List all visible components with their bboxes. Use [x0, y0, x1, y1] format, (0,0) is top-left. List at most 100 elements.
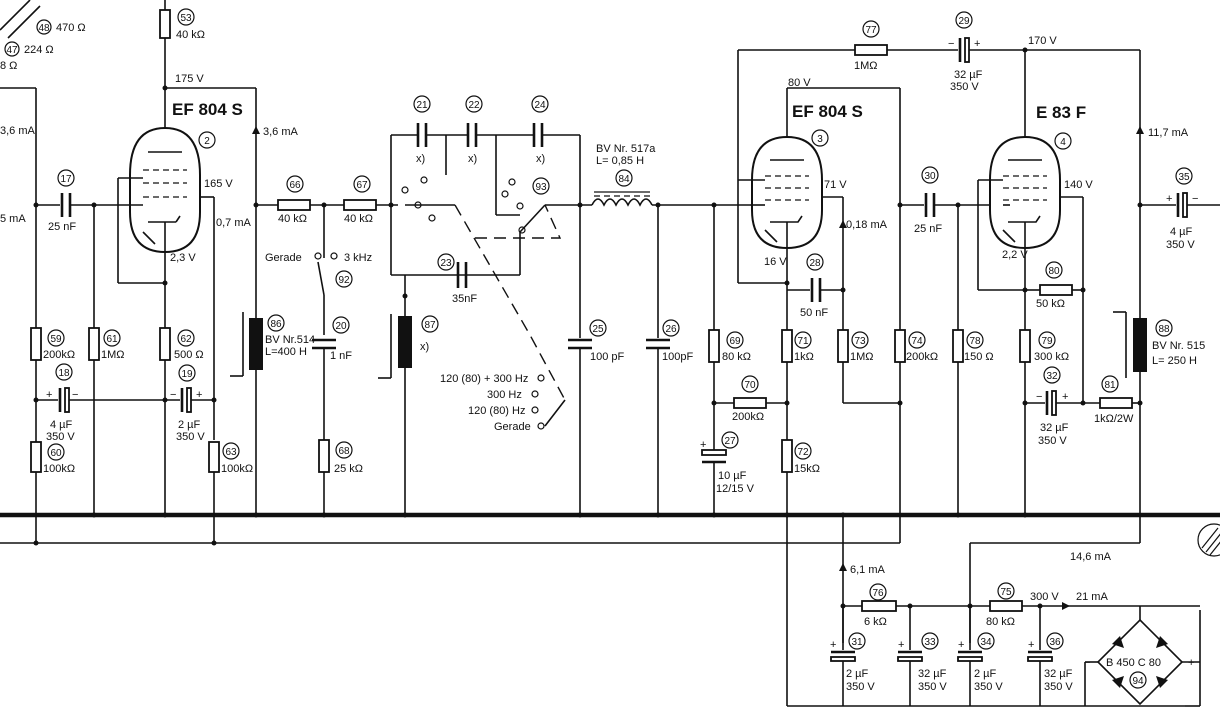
r73-resistor: 73 1MΩ	[837, 329, 874, 363]
ref-93: 93	[535, 182, 547, 193]
r79-value: 50 kΩ	[1036, 298, 1065, 310]
ref-32: 33	[924, 637, 936, 648]
svg-text:+: +	[898, 639, 904, 651]
fragment-label-8ohm: 8 Ω	[0, 60, 17, 72]
ref-68: 68	[338, 446, 350, 457]
s93-pos-1: 120 (80) + 300 Hz	[440, 373, 528, 385]
ref-30: 30	[924, 171, 936, 182]
ref-22: 22	[468, 100, 480, 111]
c33-voltage: 350 V	[974, 681, 1003, 693]
c28-value: 50 nF	[800, 307, 828, 319]
c32-voltage: 350 V	[918, 681, 947, 693]
c36-capacitor: + 36 32 µF 350 V	[1027, 606, 1073, 706]
rectifier-plus: +	[1188, 657, 1194, 669]
r61-resistor: 61 1MΩ	[88, 327, 125, 361]
r79-resistor: 80 50 kΩ	[1036, 261, 1073, 310]
r67-value: 40 kΩ	[344, 213, 373, 225]
ref-53: 53	[180, 13, 192, 24]
c26-capacitor: 26 100pF	[646, 319, 693, 363]
ref-34: 32	[1046, 371, 1058, 382]
c31-value: 32 µF	[954, 69, 983, 81]
c36-voltage: 350 V	[1044, 681, 1073, 693]
s93-pos-2: 300 Hz	[487, 389, 522, 401]
c20-capacitor: 20 1 nF	[312, 316, 352, 362]
c23-value: 35nF	[452, 293, 477, 305]
r62-value: 500 Ω	[174, 349, 204, 361]
r66-value: 40 kΩ	[278, 213, 307, 225]
r61-value: 1MΩ	[101, 349, 125, 361]
ref-24: 24	[534, 100, 546, 111]
c18-capacitor: + − 18 4 µF 350 V	[46, 363, 78, 443]
t1-anode-current: 3,6 mA	[263, 126, 299, 138]
c18-value: 4 µF	[50, 419, 73, 431]
ref-63: 63	[225, 447, 237, 458]
c30-capacitor: 30 25 nF	[914, 166, 942, 235]
ref-47: 47	[6, 45, 18, 56]
inductor-88: 88 BV Nr. 515 L= 250 H	[1113, 311, 1205, 378]
svg-text:+: +	[974, 38, 980, 50]
inductor-86: 86 BV Nr.514 L=400 H	[230, 312, 315, 377]
svg-text:+: +	[1166, 193, 1172, 205]
supply-current-3: 21 mA	[1076, 591, 1108, 603]
ref-72: 72	[797, 447, 809, 458]
current-left-5ma: 5 mA	[0, 213, 26, 225]
ref-2: 2	[204, 136, 210, 147]
supply-current-1: 6,1 mA	[850, 564, 886, 576]
c27-capacitor: + 27 10 µF 12/15 V	[700, 431, 755, 495]
r63-resistor: 63 100kΩ	[208, 441, 253, 475]
c19-value: 2 µF	[178, 419, 201, 431]
r68-value: 25 kΩ	[334, 463, 363, 475]
c24-value: x)	[536, 153, 545, 165]
r71-value: 1kΩ	[794, 351, 814, 363]
c34-value: 32 µF	[1040, 422, 1069, 434]
ref-20: 20	[335, 321, 347, 332]
svg-text:−: −	[948, 38, 954, 50]
tube-1-type: EF 804 S	[172, 100, 243, 119]
ref-94: 94	[1132, 676, 1144, 687]
c27-value: 10 µF	[718, 470, 747, 482]
s92-pos-a: Gerade	[265, 252, 302, 264]
c27-voltage: 12/15 V	[716, 483, 755, 495]
ref-59: 59	[50, 334, 62, 345]
ref-77: 78	[969, 336, 981, 347]
inductor-84: BV Nr. 517a L= 0,85 H 84	[591, 143, 656, 207]
l86-name: BV Nr.514	[265, 334, 315, 346]
ref-35: 35	[1178, 172, 1190, 183]
supply-voltage-170: 170 V	[1028, 35, 1057, 47]
r73-value: 1MΩ	[850, 351, 874, 363]
svg-text:+: +	[958, 639, 964, 651]
r70-resistor: 70 200kΩ	[732, 375, 767, 423]
ref-92: 92	[338, 275, 350, 286]
c24-capacitor: 24 x)	[531, 95, 549, 165]
c28-capacitor: 28 50 nF	[800, 253, 828, 319]
tube-ef804s-2: EF 804 S 3	[751, 102, 863, 250]
switch-92: Gerade 3 kHz 92	[265, 205, 372, 296]
c25-value: 100 pF	[590, 351, 625, 363]
c23-capacitor: 23 35nF	[437, 253, 477, 305]
r60-value: 100kΩ	[43, 463, 75, 475]
c25-capacitor: 25 100 pF	[568, 319, 625, 363]
supply-voltage-300: 300 V	[1030, 591, 1059, 603]
t1-anode-voltage: 175 V	[175, 73, 204, 85]
c35-value: 4 µF	[1170, 226, 1193, 238]
r59-resistor: 59 200kΩ	[30, 327, 75, 361]
r77-value: 150 Ω	[964, 351, 994, 363]
c34-voltage: 350 V	[1038, 435, 1067, 447]
c30-value: 25 nF	[914, 223, 942, 235]
c17-capacitor: 17 25 nF	[48, 169, 76, 233]
svg-text:+: +	[700, 439, 706, 451]
r69-resistor: 69 80 kΩ	[708, 329, 751, 363]
ref-88: 88	[1158, 324, 1170, 335]
svg-text:+: +	[46, 389, 52, 401]
ref-25: 25	[592, 324, 604, 335]
ref-36: 36	[1049, 637, 1061, 648]
ref-66: 66	[289, 180, 301, 191]
r68-resistor: 68 25 kΩ	[318, 439, 363, 475]
r72-value: 15kΩ	[794, 463, 820, 475]
r78-resistor: 79 300 kΩ	[1019, 329, 1069, 363]
l88-value: L= 250 H	[1152, 355, 1197, 367]
ref-70: 70	[744, 380, 756, 391]
c20-value: 1 nF	[330, 350, 352, 362]
c26-value: 100pF	[662, 351, 693, 363]
